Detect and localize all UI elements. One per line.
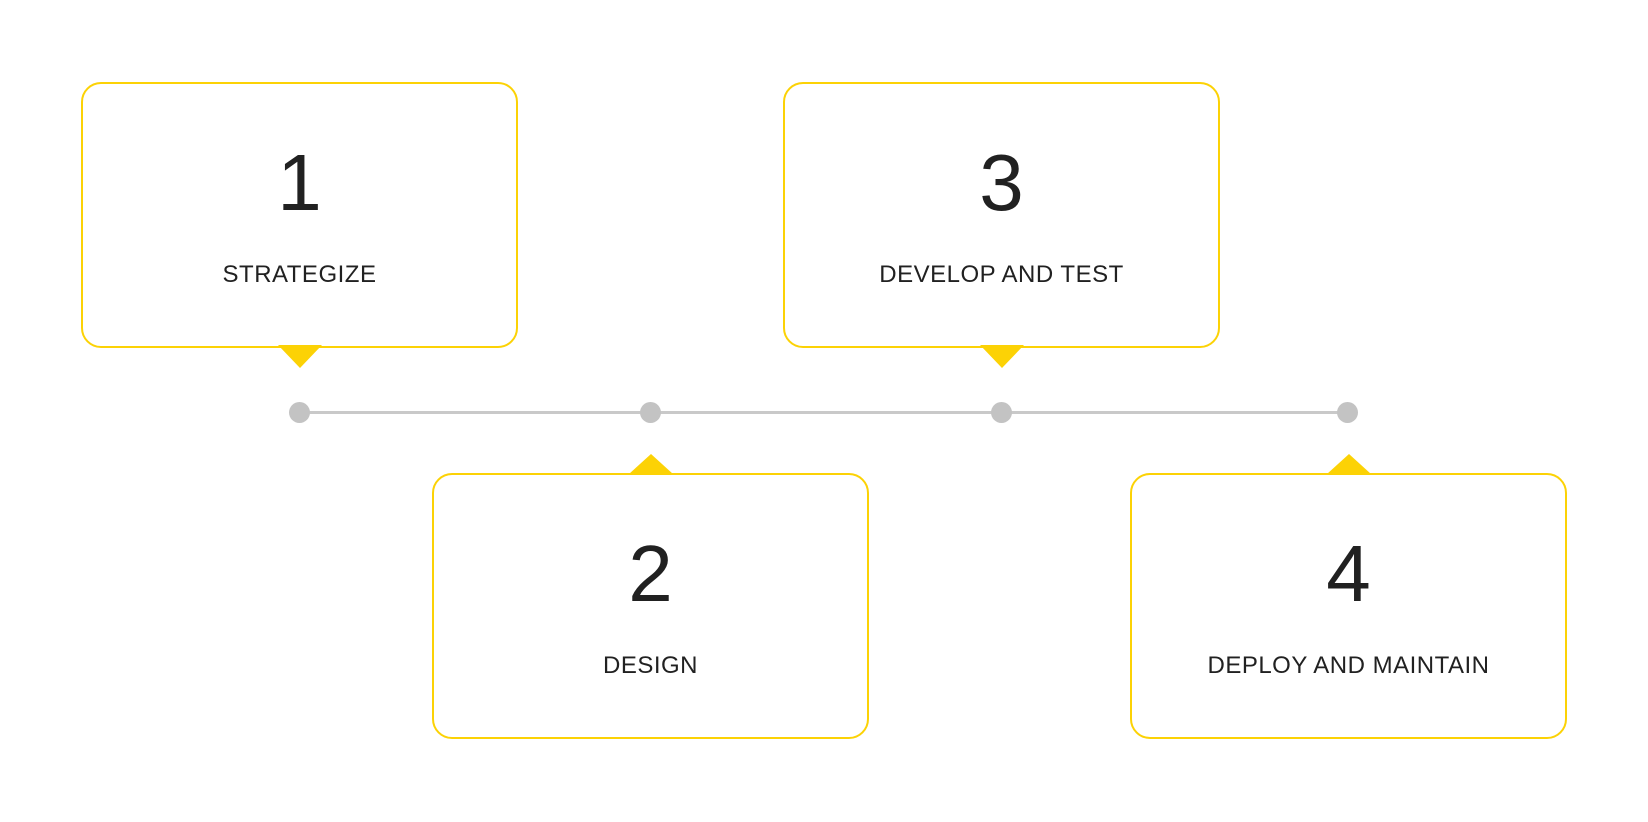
arrow-up-icon xyxy=(628,454,673,474)
arrow-down-icon xyxy=(979,345,1024,368)
step-card-4: 4 DEPLOY AND MAINTAIN xyxy=(1130,454,1567,739)
step-card-2: 2 DESIGN xyxy=(432,454,869,739)
timeline-line xyxy=(299,411,1347,414)
step-number-4: 4 xyxy=(1326,529,1371,618)
timeline-dot-2 xyxy=(640,402,661,423)
step-label-1: STRATEGIZE xyxy=(222,261,377,288)
timeline-dot-4 xyxy=(1337,402,1358,423)
step-card-1: 1 STRATEGIZE xyxy=(81,82,518,368)
arrow-up-icon xyxy=(1326,454,1371,474)
arrow-down-icon xyxy=(277,345,322,368)
step-label-2: DESIGN xyxy=(602,652,698,679)
step-label-3: DEVELOP AND TEST xyxy=(879,261,1124,288)
step-card-3: 3 DEVELOP AND TEST xyxy=(783,82,1220,368)
step-label-4: DEPLOY AND MAINTAIN xyxy=(1207,652,1490,679)
step-number-3: 3 xyxy=(979,138,1024,227)
timeline-dot-1 xyxy=(289,402,310,423)
timeline-dot-3 xyxy=(991,402,1012,423)
step-number-2: 2 xyxy=(628,529,673,618)
step-number-1: 1 xyxy=(277,138,322,227)
